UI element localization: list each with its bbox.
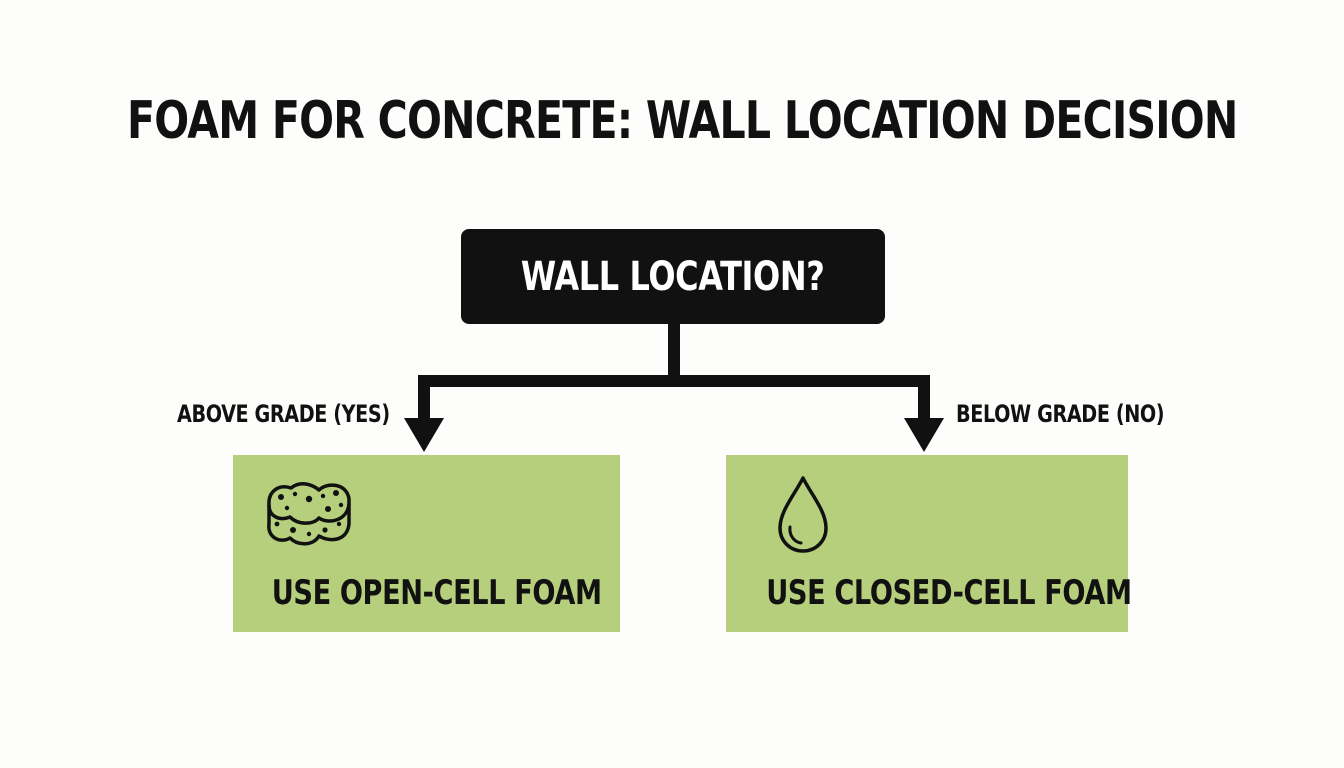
sponge-icon xyxy=(267,482,351,546)
decision-question-box: WALL LOCATION? xyxy=(461,229,885,324)
result-label-closed-cell: USE CLOSED-CELL FOAM xyxy=(766,573,1132,613)
result-box-open-cell: USE OPEN-CELL FOAM xyxy=(233,455,620,632)
arrow-right-head xyxy=(904,418,944,452)
arrow-left-head xyxy=(404,418,444,452)
result-box-closed-cell: USE CLOSED-CELL FOAM xyxy=(726,455,1132,632)
branch-connector xyxy=(418,375,930,420)
branch-label-above-grade: ABOVE GRADE (YES) xyxy=(177,400,390,428)
decision-question-text: WALL LOCATION? xyxy=(521,253,825,300)
water-drop-icon xyxy=(778,476,828,553)
result-label-open-cell: USE OPEN-CELL FOAM xyxy=(271,573,602,613)
branch-label-below-grade: BELOW GRADE (NO) xyxy=(956,400,1165,428)
